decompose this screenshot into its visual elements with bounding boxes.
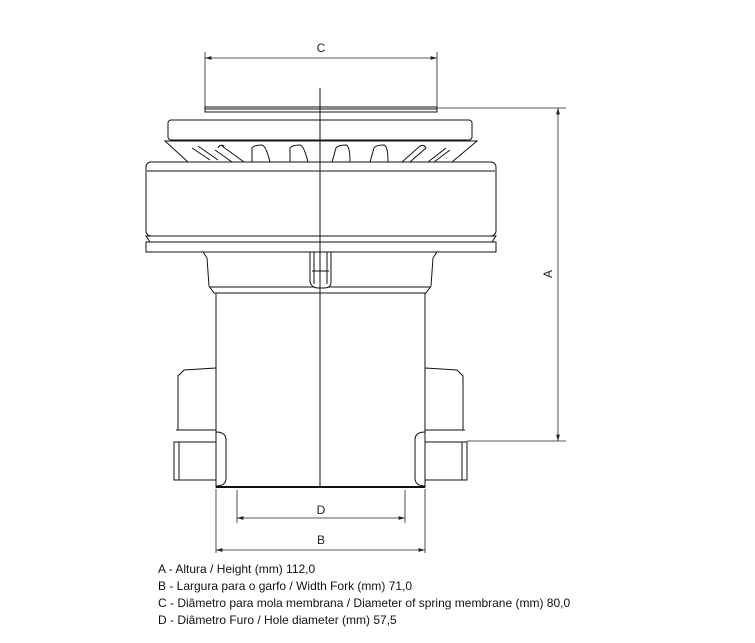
- legend-item-a: A - Altura / Height (mm) 112,0: [158, 562, 316, 576]
- legend-item-c: C - Diâmetro para mola membrana / Diamet…: [158, 596, 571, 610]
- right-port: [424, 367, 464, 431]
- dimension-legend: A - Altura / Height (mm) 112,0 B - Largu…: [158, 561, 570, 629]
- dimension-label-d: D: [317, 503, 326, 517]
- dimension-label-c: C: [317, 41, 326, 55]
- left-port: [177, 367, 217, 431]
- fin-cone: [163, 140, 479, 163]
- dimension-c: C: [204, 41, 438, 107]
- dimension-label-b: B: [317, 533, 325, 547]
- dimension-a: A: [437, 107, 566, 442]
- main-ring: [145, 161, 497, 237]
- legend-item-b: B - Largura para o garfo / Width Fork (m…: [158, 579, 413, 593]
- legend-item-d: D - Diâmetro Furo / Hole diameter (mm) 5…: [158, 613, 397, 627]
- dimension-d: D: [236, 490, 406, 523]
- air-spring-part: [145, 88, 497, 488]
- fins: [191, 144, 451, 163]
- left-thread: [173, 441, 217, 481]
- right-thread: [424, 441, 468, 481]
- groove: [145, 235, 497, 243]
- lower-ring: [145, 241, 497, 253]
- dimension-b: B: [215, 489, 426, 553]
- dimension-label-a: A: [541, 270, 555, 278]
